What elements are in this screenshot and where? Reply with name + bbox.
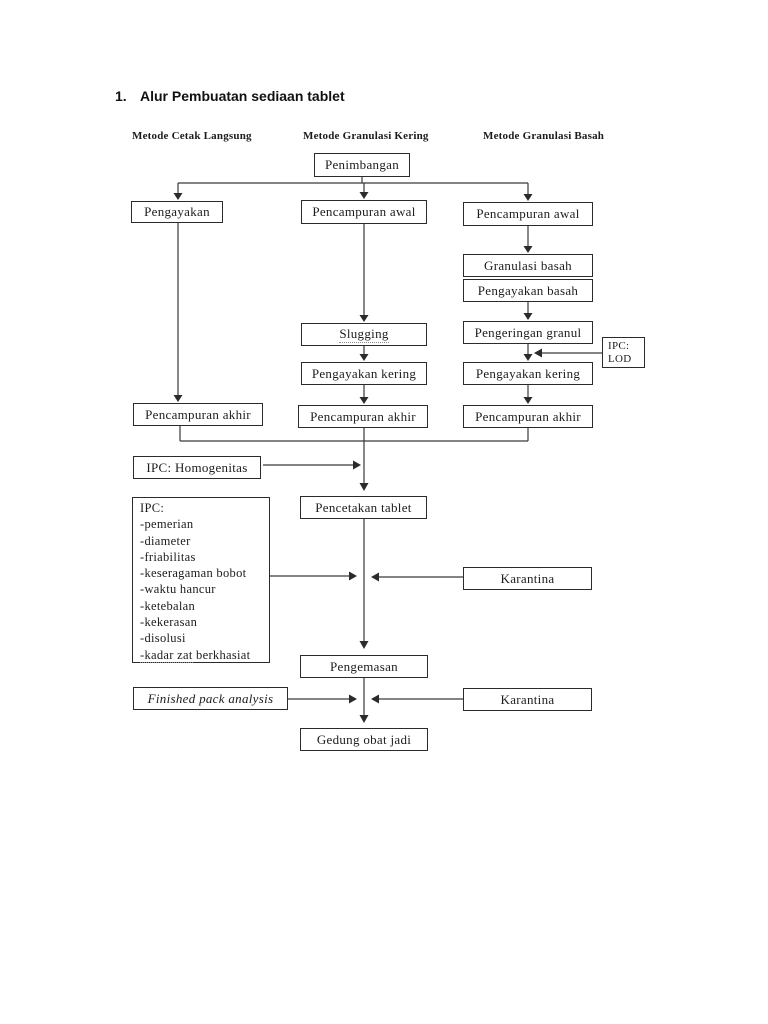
node-label: Finished pack analysis bbox=[147, 690, 274, 706]
node-label: Pencampuran akhir bbox=[310, 408, 416, 424]
node-ipc-lod: IPC: LOD bbox=[602, 337, 645, 368]
ipc-list-item: -diameter bbox=[140, 533, 191, 548]
node-gedung-obat-jadi: Gedung obat jadi bbox=[300, 728, 428, 751]
ipc-list-item: -ketebalan bbox=[140, 598, 196, 613]
node-label: IPC: Homogenitas bbox=[146, 459, 248, 475]
node-pencetakan-tablet: Pencetakan tablet bbox=[300, 496, 427, 519]
column-header-granulasi-kering: Metode Granulasi Kering bbox=[303, 130, 429, 142]
column-header-granulasi-basah: Metode Granulasi Basah bbox=[483, 130, 605, 142]
node-pencampuran-akhir-right: Pencampuran akhir bbox=[463, 405, 593, 428]
node-label: Granulasi basah bbox=[484, 257, 572, 273]
node-slugging: Slugging bbox=[301, 323, 427, 346]
ipc-list-item: -kekerasan bbox=[140, 615, 198, 630]
node-pengemasan: Pengemasan bbox=[300, 655, 428, 678]
node-ipc-homogenitas: IPC: Homogenitas bbox=[133, 456, 261, 479]
node-label: Pencampuran awal bbox=[476, 206, 580, 221]
node-label: Pengayakan kering bbox=[475, 365, 581, 381]
node-label: Pengayakan kering bbox=[311, 365, 417, 381]
ipc-list-item: -waktu hancur bbox=[140, 582, 216, 597]
ipc-list-item-last: -kadar zat berkhasiat bbox=[140, 647, 250, 663]
ipc-list-item: -pemerian bbox=[140, 517, 194, 532]
node-pengeringan-granul: Pengeringan granul bbox=[463, 321, 593, 344]
node-finished-pack-analysis: Finished pack analysis bbox=[133, 687, 288, 710]
node-ipc-checklist: IPC: -pemerian -diameter -friabilitas -k… bbox=[132, 497, 270, 663]
node-label: Gedung obat jadi bbox=[316, 731, 412, 747]
node-pengayakan-kering-mid: Pengayakan kering bbox=[301, 362, 427, 385]
node-pengayakan-basah: Pengayakan basah bbox=[463, 279, 593, 302]
node-penimbangan: Penimbangan bbox=[314, 153, 410, 177]
ipc-list-item: -disolusi bbox=[140, 631, 186, 646]
column-header-cetak-langsung: Metode Cetak Langsung bbox=[132, 130, 252, 142]
node-label: Karantina bbox=[500, 570, 555, 586]
ipc-lod-line2: LOD bbox=[608, 352, 632, 365]
node-label: Pencampuran awal bbox=[312, 204, 416, 219]
ipc-list-item-last-underlined: -kadar zat bbox=[140, 647, 193, 663]
node-pencampuran-awal-mid: Pencampuran awal bbox=[301, 200, 427, 224]
node-pencampuran-awal-right: Pencampuran awal bbox=[463, 202, 593, 226]
node-label: Pengayakan bbox=[144, 204, 210, 219]
node-pengayakan: Pengayakan bbox=[131, 201, 223, 223]
node-label: Pengemasan bbox=[330, 658, 398, 674]
node-label: Karantina bbox=[500, 691, 555, 707]
node-label: Pengayakan basah bbox=[477, 282, 579, 298]
ipc-list-item: -friabilitas bbox=[140, 549, 196, 564]
ipc-list-item: -keseragaman bobot bbox=[140, 566, 247, 581]
node-label: Penimbangan bbox=[324, 157, 400, 172]
title-text: Alur Pembuatan sediaan tablet bbox=[140, 88, 345, 104]
node-granulasi-basah: Granulasi basah bbox=[463, 254, 593, 277]
node-pencampuran-akhir-left: Pencampuran akhir bbox=[133, 403, 263, 426]
node-label: Pencampuran akhir bbox=[145, 406, 251, 422]
title-number: 1. bbox=[115, 88, 127, 104]
node-label: Pengeringan granul bbox=[474, 324, 582, 340]
node-karantina-2: Karantina bbox=[463, 688, 592, 711]
node-karantina-1: Karantina bbox=[463, 567, 592, 590]
ipc-list-item-last-rest: berkhasiat bbox=[192, 647, 251, 662]
node-label: Pencampuran akhir bbox=[475, 408, 581, 424]
node-label: Slugging bbox=[339, 326, 389, 343]
ipc-list-title: IPC: bbox=[140, 501, 165, 515]
node-pencampuran-akhir-mid: Pencampuran akhir bbox=[298, 405, 428, 428]
ipc-lod-line1: IPC: bbox=[608, 339, 630, 352]
node-pengayakan-kering-right: Pengayakan kering bbox=[463, 362, 593, 385]
node-label: Pencetakan tablet bbox=[315, 499, 412, 515]
page-title: 1. Alur Pembuatan sediaan tablet bbox=[115, 88, 345, 104]
